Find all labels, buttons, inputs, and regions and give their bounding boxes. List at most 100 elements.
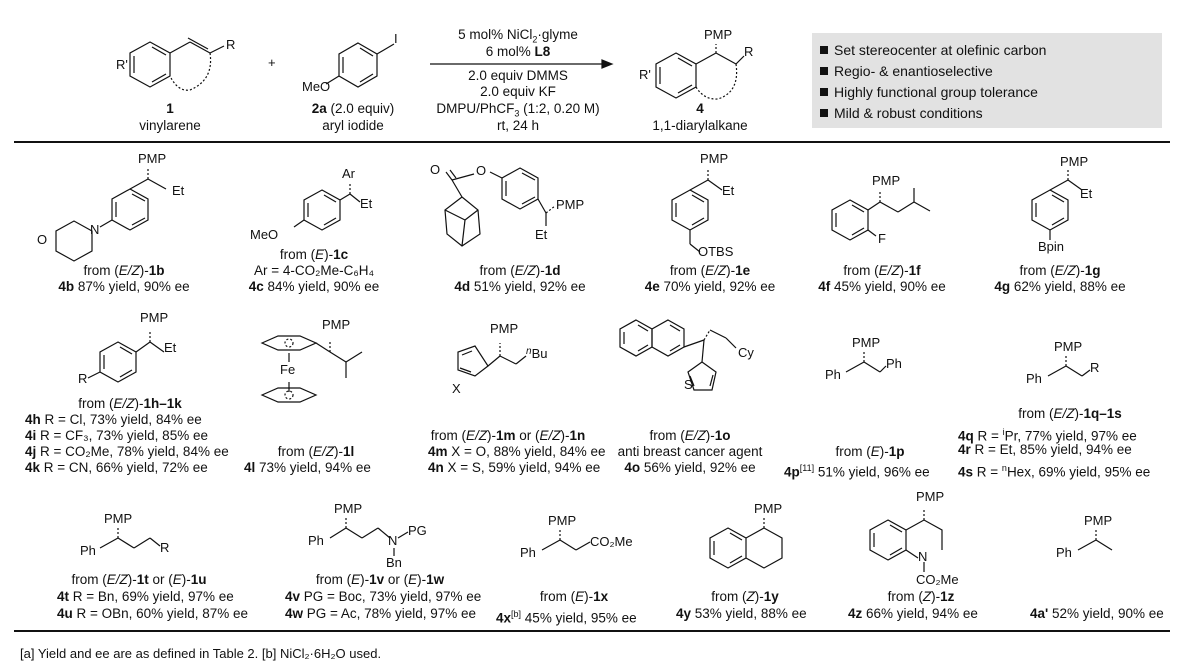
methoxy-label: MeO <box>302 79 331 94</box>
reactant1-id: 1 <box>166 101 174 116</box>
structure-4d <box>444 167 556 247</box>
pmp-label: PMP <box>872 173 901 188</box>
entry-result: 4z 66% yield, 94% ee <box>848 606 978 621</box>
top-divider <box>14 141 1170 143</box>
et-label: Et <box>535 227 548 242</box>
pmp-label: PMP <box>322 317 351 332</box>
entry-note: Ar = 4-CO₂Me-C₆H₄ <box>253 263 375 278</box>
entry-result: 4b 87% yield, 90% ee <box>58 279 190 294</box>
feature-item: Mild & robust conditions <box>820 105 983 121</box>
conditions-catalyst: 5 mol% NiCl2·glyme <box>458 27 578 45</box>
conditions-silane: 2.0 equiv DMMS <box>468 68 568 83</box>
product-structure <box>655 44 745 100</box>
fe-label: Fe <box>280 362 296 377</box>
methoxy-label: MeO <box>250 227 279 242</box>
structure-4t-4u <box>99 526 161 549</box>
ph-label: Ph <box>80 543 96 558</box>
entry-source: from (E/Z)-1l <box>277 444 355 459</box>
pmp-label: PMP <box>852 335 881 350</box>
et-label: Et <box>1080 186 1093 201</box>
entry-source: from (E)-1v or (E)-1w <box>315 572 445 587</box>
footnote: [a] Yield and ee are as defined in Table… <box>20 646 382 661</box>
bullet-square-icon <box>820 109 828 117</box>
structure-4h-4k <box>87 330 165 383</box>
et-label: Et <box>722 183 735 198</box>
ph-label: Ph <box>1056 545 1072 560</box>
conditions-temp-time: rt, 24 h <box>496 118 540 133</box>
carbonyl-o-label: O <box>430 162 441 177</box>
entry-result-row: 4t R = Bn, 69% yield, 97% ee <box>57 589 234 604</box>
product-name: 1,1-diarylalkane <box>652 118 748 133</box>
entry-result-row: 4w PG = Ac, 78% yield, 97% ee <box>285 606 476 621</box>
structure-4b <box>55 168 167 262</box>
pmp-label: PMP <box>1060 154 1089 169</box>
o-label: O <box>37 232 48 247</box>
entry-result-row: 4j R = CO₂Me, 78% yield, 84% ee <box>25 444 229 459</box>
structure-4q-4s <box>1047 354 1091 377</box>
otbs-label: OTBS <box>698 244 734 259</box>
entry-result-row: 4q R = iPr, 77% yield, 97% ee <box>958 427 1137 444</box>
et-label: Et <box>164 340 177 355</box>
structure-4l <box>260 335 363 403</box>
product-rprime-label: R' <box>639 67 651 82</box>
bottom-divider <box>14 630 1170 632</box>
et-label: Et <box>360 196 373 211</box>
et-label: Et <box>172 183 185 198</box>
entry-result: 4c 84% yield, 90% ee <box>248 279 380 294</box>
n-label: N <box>918 549 928 564</box>
entry-result: 4p[11] 51% yield, 96% ee <box>784 463 930 480</box>
entry-result: 4a' 52% yield, 90% ee <box>1030 606 1164 621</box>
entry-source: from (E)-1p <box>835 444 905 459</box>
pmp-label: PMP <box>1084 513 1113 528</box>
s-label: S <box>684 377 693 392</box>
entry-source: from (E/Z)-1t or (E)-1u <box>71 572 207 587</box>
structure-4e <box>671 169 723 253</box>
entry-result-row: 4i R = CF₃, 73% yield, 85% ee <box>25 428 208 443</box>
entry-source: from (E/Z)-1q–1s <box>1018 406 1122 421</box>
ph-label: Ph <box>825 367 841 382</box>
pmp-label: PMP <box>700 151 729 166</box>
structure-4z <box>869 508 943 572</box>
entry-result-row: 4r R = Et, 85% yield, 94% ee <box>958 442 1132 457</box>
r-label: R <box>78 371 88 386</box>
entry-source: from (E/Z)-1m or (E/Z)-1n <box>430 428 586 443</box>
entry-result: 4f 45% yield, 90% ee <box>818 279 946 294</box>
structure-4f <box>831 188 931 241</box>
r-label: R <box>160 540 170 555</box>
entry-result: 4x[b] 45% yield, 95% ee <box>496 609 637 626</box>
pmp-label: PMP <box>490 321 519 336</box>
structure-4m-4n <box>457 343 527 377</box>
x-label: X <box>452 381 461 396</box>
structure-4c <box>293 183 361 231</box>
entry-result: 4e 70% yield, 92% ee <box>644 279 776 294</box>
product-r-label: R <box>744 44 754 59</box>
n-label: N <box>388 533 398 548</box>
bullet-square-icon <box>820 88 828 96</box>
structure-4y <box>709 516 783 569</box>
structure-4p <box>845 350 887 373</box>
co2me-label: CO₂Me <box>916 572 959 587</box>
product-pmp-label: PMP <box>704 27 733 42</box>
entry-source: from (E/Z)-1e <box>669 263 751 278</box>
iodo-label: I <box>394 31 398 46</box>
reactant2-label: 2a (2.0 equiv) <box>311 101 395 116</box>
pmp-label: PMP <box>754 501 783 516</box>
ph-label: Ph <box>520 545 536 560</box>
entry-source: from (E/Z)-1g <box>1019 263 1101 278</box>
entry-result-row: 4u R = OBn, 60% yield, 87% ee <box>57 606 248 621</box>
feature-item: Highly functional group tolerance <box>820 84 1038 100</box>
reactant2-name: aryl iodide <box>322 118 384 133</box>
structure-4o <box>619 319 737 391</box>
r-label: R <box>1090 360 1100 375</box>
vinylarene-r-label: R <box>226 37 236 52</box>
conditions-ligand: 6 mol% L8 <box>485 44 551 59</box>
entry-result: 4l 73% yield, 94% ee <box>244 460 371 475</box>
pmp-label: PMP <box>104 511 133 526</box>
conditions-solvent: DMPU/PhCF3 (1:2, 0.20 M) <box>436 101 600 119</box>
pmp-label: PMP <box>556 197 585 212</box>
pmp-label: PMP <box>1054 339 1083 354</box>
reaction-arrow <box>430 59 614 69</box>
entry-source: from (E/Z)-1o <box>649 428 731 443</box>
feature-item: Set stereocenter at olefinic carbon <box>820 42 1046 58</box>
entry-result: 4g 62% yield, 88% ee <box>994 279 1126 294</box>
